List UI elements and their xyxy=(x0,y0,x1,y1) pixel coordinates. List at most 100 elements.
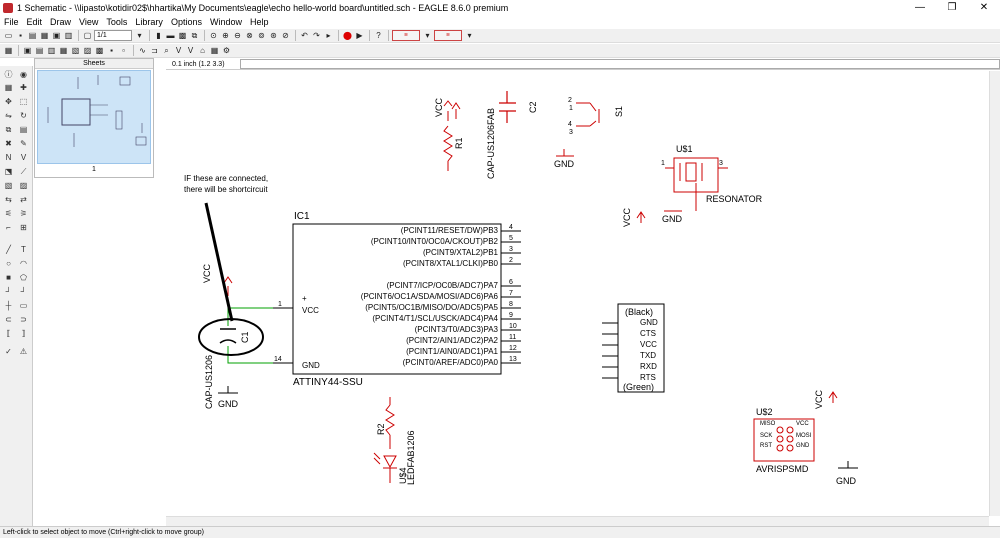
layer-icon[interactable]: ▥ xyxy=(47,46,56,55)
maximize-button[interactable]: ❐ xyxy=(947,2,957,13)
vcc-symbol[interactable] xyxy=(828,391,838,403)
cloud-icon[interactable]: ≋ xyxy=(434,30,462,41)
junction-icon[interactable]: ┼ xyxy=(5,301,12,310)
vcc-symbol[interactable] xyxy=(223,276,233,296)
show-icon[interactable]: ◉ xyxy=(20,70,27,79)
erc-icon[interactable]: ✓ xyxy=(5,347,12,356)
zoom-fit-icon[interactable]: ⊙ xyxy=(210,31,217,40)
ic1-body[interactable] xyxy=(292,223,502,375)
script-icon[interactable]: ▥ xyxy=(64,31,73,40)
zoom-selection-icon[interactable]: ⊛ xyxy=(270,31,277,40)
stop-icon[interactable]: ⬤ xyxy=(343,31,352,40)
pinswap-icon[interactable]: ⇆ xyxy=(5,195,12,204)
miter-icon[interactable]: ⌐ xyxy=(6,223,11,232)
mark-icon[interactable]: ✚ xyxy=(20,83,27,92)
layer-icon[interactable]: ▫ xyxy=(122,46,125,55)
zoom-in-icon[interactable]: ⊕ xyxy=(222,31,229,40)
menu-library[interactable]: Library xyxy=(135,17,163,27)
vertical-scrollbar[interactable] xyxy=(989,71,1000,516)
circle-icon[interactable]: ○ xyxy=(6,259,11,268)
layer-icon[interactable]: ▨ xyxy=(83,46,92,55)
split-icon[interactable]: ⟋ xyxy=(20,167,27,176)
change-icon[interactable]: ⚟ xyxy=(4,209,13,218)
board-icon[interactable]: ▣ xyxy=(52,31,61,40)
layer-icon[interactable]: ▣ xyxy=(23,46,32,55)
horizontal-scrollbar[interactable] xyxy=(166,516,989,526)
gnd-symbol[interactable] xyxy=(838,461,858,469)
add-icon[interactable]: ⊞ xyxy=(20,223,27,232)
use-icon[interactable]: ▮ xyxy=(156,31,161,40)
zoom-area-icon[interactable]: ⊗ xyxy=(246,31,253,40)
layer-icon[interactable]: ▦ xyxy=(59,46,68,55)
r1-symbol[interactable] xyxy=(443,100,453,171)
layer-icon[interactable]: ▤ xyxy=(35,46,44,55)
zoom-redraw-icon[interactable]: ⊚ xyxy=(258,31,265,40)
print-icon[interactable]: ▤ xyxy=(28,31,37,40)
chevron-down-icon[interactable]: ▾ xyxy=(425,31,430,40)
vcc-symbol[interactable] xyxy=(451,102,461,119)
menu-view[interactable]: View xyxy=(79,17,99,27)
polygon-icon[interactable]: ⬠ xyxy=(20,273,27,282)
attribute-icon[interactable]: ⊂ xyxy=(5,315,12,324)
close-button[interactable]: ✕ xyxy=(979,2,989,13)
menu-window[interactable]: Window xyxy=(209,17,242,27)
value-icon[interactable]: V xyxy=(187,46,194,55)
zoom-previous-icon[interactable]: ⊘ xyxy=(282,31,289,40)
sheet-thumbnail[interactable] xyxy=(37,70,151,164)
run-icon[interactable]: ▶ xyxy=(356,31,363,40)
u2-symbol[interactable] xyxy=(753,418,815,462)
menu-edit[interactable]: Edit xyxy=(26,17,43,27)
text-icon[interactable]: V xyxy=(175,46,182,55)
copy-icon[interactable]: ⧉ xyxy=(5,125,12,134)
display-icon[interactable]: ▦ xyxy=(4,83,13,92)
net-icon[interactable]: ┘ xyxy=(20,287,27,296)
smash-icon[interactable]: ⬔ xyxy=(4,167,13,176)
bus-icon[interactable]: ┘ xyxy=(5,287,12,296)
move-icon[interactable]: ✥ xyxy=(5,97,12,106)
redo-icon[interactable]: ↷ xyxy=(313,31,320,40)
go-icon[interactable]: ▸ xyxy=(326,31,331,40)
name-icon[interactable]: N xyxy=(5,153,12,162)
led-symbol[interactable] xyxy=(373,452,397,483)
r2-symbol[interactable] xyxy=(385,397,395,449)
arc-icon[interactable]: ◠ xyxy=(20,259,27,268)
modules-icon[interactable]: ⟧ xyxy=(21,329,26,338)
layer-icon[interactable]: ▩ xyxy=(95,46,104,55)
menu-draw[interactable]: Draw xyxy=(50,17,72,27)
chevron-down-icon[interactable]: ▾ xyxy=(467,31,472,40)
design-block-icon[interactable]: ▩ xyxy=(178,31,187,40)
s1-symbol[interactable] xyxy=(556,102,600,157)
cam-icon[interactable]: ▦ xyxy=(40,31,49,40)
ftdi-header[interactable] xyxy=(602,303,665,393)
menu-tools[interactable]: Tools xyxy=(106,17,128,27)
menu-help[interactable]: Help xyxy=(249,17,269,27)
dimension-icon[interactable]: ⊃ xyxy=(20,315,27,324)
tag-icon[interactable]: ⌂ xyxy=(200,46,205,55)
mirror-icon[interactable]: ⇋ xyxy=(5,111,12,120)
invoke-icon[interactable]: ▧ xyxy=(4,181,13,190)
replace-icon[interactable]: ⇄ xyxy=(20,195,27,204)
layer-icon[interactable]: ▧ xyxy=(71,46,80,55)
help-icon[interactable]: ? xyxy=(376,31,381,40)
paste-icon[interactable]: ▤ xyxy=(19,125,28,134)
gateswap-icon[interactable]: ▨ xyxy=(19,181,28,190)
net-gnd[interactable] xyxy=(227,346,273,364)
layers-icon[interactable]: ▦ xyxy=(210,46,219,55)
command-input[interactable] xyxy=(240,59,1000,69)
undo-icon[interactable]: ↶ xyxy=(301,31,308,40)
chevron-down-icon[interactable]: ▾ xyxy=(137,31,142,40)
zoom-out-icon[interactable]: ⊖ xyxy=(234,31,241,40)
minimize-button[interactable]: — xyxy=(915,2,925,13)
miter-icon[interactable]: ⊐ xyxy=(151,46,158,55)
line-icon[interactable]: ╱ xyxy=(6,245,11,254)
delete-icon[interactable]: ✖ xyxy=(5,139,12,148)
menu-options[interactable]: Options xyxy=(170,17,202,27)
c2-symbol[interactable] xyxy=(499,91,516,123)
wrench-icon[interactable]: ✎ xyxy=(20,139,27,148)
grid-icon[interactable]: ▦ xyxy=(4,46,13,55)
rotate-icon[interactable]: ↻ xyxy=(20,111,27,120)
vcc-symbol[interactable] xyxy=(636,211,646,223)
layer-icon[interactable]: ▪ xyxy=(110,46,113,55)
rect-icon[interactable]: ■ xyxy=(6,273,11,282)
sheet-icon[interactable]: ▢ xyxy=(83,31,92,40)
